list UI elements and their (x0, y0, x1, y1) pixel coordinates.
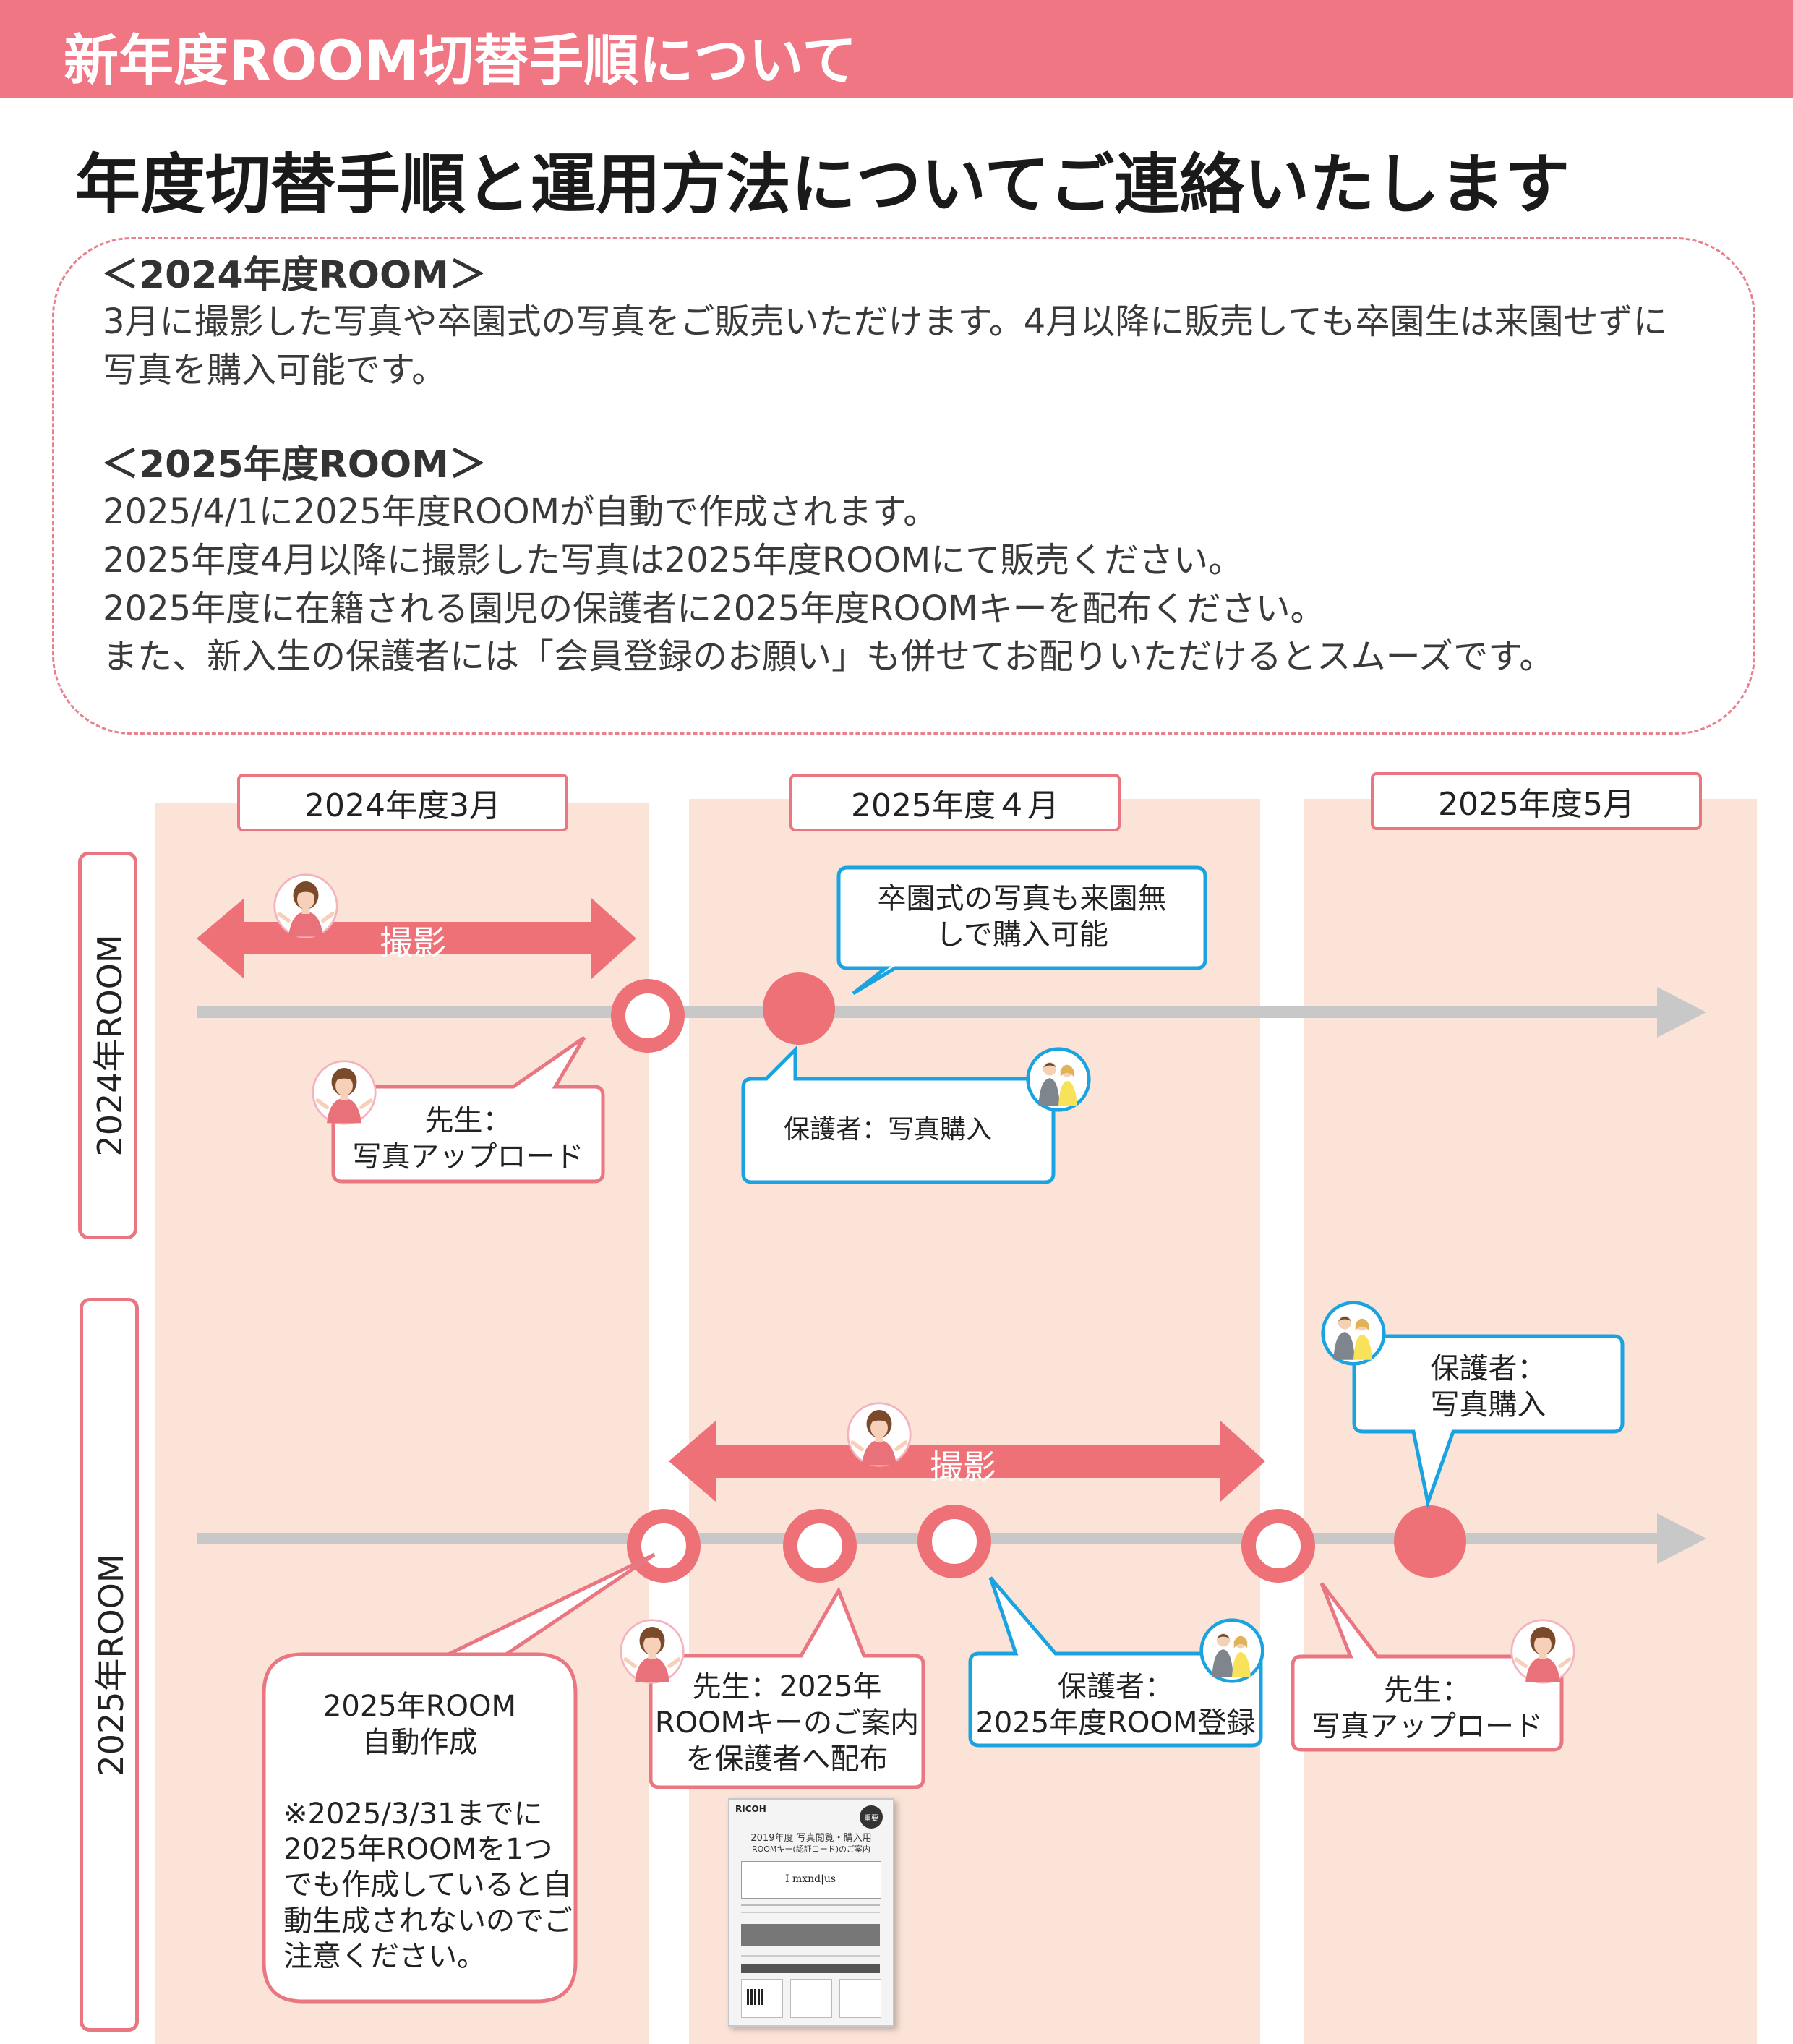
room-label-2024: 2024年ROOM (78, 852, 137, 1239)
leaflet-warning-bar (741, 1924, 880, 1946)
month-label-april: 2025年度４月 (789, 774, 1121, 831)
leaflet-step-box (839, 1979, 881, 2018)
header-bar (0, 0, 1793, 98)
bubble-graduation (836, 865, 1207, 996)
notice-line: 2025年度4月以降に撮影した写真は2025年度ROOMにて販売ください。 (103, 540, 1244, 581)
leaflet-divider (741, 1904, 880, 1906)
timeline-node-2024-april (611, 979, 685, 1053)
leaflet-section-bar (741, 1964, 880, 1973)
timeline-node-2025-upload (1241, 1509, 1315, 1583)
bubble-auto-note-text: ※2025/3/31までに 2025年ROOMを1つ でも作成していると自 動生… (283, 1797, 573, 1973)
leaflet-title-1: 2019年度 写真閲覧・購入用 (750, 1833, 872, 1844)
roomkey-leaflet: RICOH 重要 2019年度 写真閲覧・購入用 ROOMキー(認証コード)のご… (728, 1798, 894, 2027)
leaflet-step-box (790, 1979, 832, 2018)
leaflet-code: I mxnd|us (784, 1873, 836, 1885)
teacher-icon (848, 1403, 910, 1466)
page-subtitle: 年度切替手順と運用方法についてご連絡いたします (75, 147, 1570, 223)
bubble-auto-create (262, 1552, 656, 2004)
notice-heading-2025: ＜2025年度ROOM＞ (101, 443, 487, 487)
notice-heading-2024: ＜2024年度ROOM＞ (101, 254, 487, 297)
bubble-auto-create-text: 2025年ROOM 自動作成 (322, 1690, 517, 1759)
timeline-node-2025-auto (627, 1509, 701, 1583)
qr-code-icon (747, 1989, 763, 2005)
month-label-march: 2024年度3月 (237, 774, 568, 831)
notice-line: 写真を購入可能です。 (103, 350, 447, 390)
leaflet-divider (741, 1912, 880, 1913)
leaflet-divider (741, 1955, 880, 1957)
month-label-may: 2025年度5月 (1371, 772, 1702, 830)
notice-box (52, 237, 1755, 735)
bubble-teacher-2024-text: 先生： 写真アップロード (352, 1104, 584, 1173)
timeline-arrowhead-2024 (1657, 987, 1706, 1038)
timeline-arrowhead-2025 (1657, 1513, 1706, 1564)
notice-line: 3月に撮影した写真や卒園式の写真をご販売いただけます。4月以降に販売しても卒園生… (103, 302, 1668, 342)
timeline-node-2025-key (783, 1509, 857, 1583)
leaflet-code-box (741, 1861, 881, 1899)
teacher-icon (275, 875, 337, 937)
leaflet-brand: RICOH (735, 1804, 766, 1814)
bubble-parent-2024-text: 保護者：写真購入 (783, 1115, 992, 1145)
leaflet-badge: 重要 (860, 1805, 883, 1829)
parents-icon (1028, 1049, 1090, 1111)
shoot-arrow-2024 (197, 898, 636, 979)
shoot-label-2024: 撮影 (380, 923, 446, 962)
notice-line: 2025年度に在籍される園児の保護者に2025年度ROOMキーを配布ください。 (103, 589, 1325, 629)
bubble-parent-2025-text: 保護者： 写真購入 (1430, 1352, 1546, 1421)
timeline-node-2025-register (917, 1505, 991, 1578)
bubble-graduation-text: 卒園式の写真も来園無 しで購入可能 (877, 882, 1167, 952)
notice-line: また、新入生の保護者には「会員登録のお願い」も併せてお配りいただけるとスムーズで… (103, 636, 1554, 677)
header-title: 新年度ROOM切替手順について (64, 28, 857, 93)
timeline-node-2024-purchase (763, 972, 835, 1045)
shoot-arrow-2025 (669, 1421, 1265, 1502)
leaflet-title-2: ROOMキー(認証コード)のご案内 (751, 1844, 871, 1854)
bubble-teacher-2025-text: 先生： 写真アップロード (1311, 1674, 1543, 1743)
notice-line: 2025/4/1に2025年度ROOMが自動で作成されます。 (103, 492, 938, 532)
bubble-parent-register-text: 保護者： 2025年度ROOM登録 (975, 1670, 1256, 1740)
bubble-teacher-key-text: 先生：2025年 ROOMキーのご案内 を保護者へ配布 (654, 1670, 920, 1776)
timeline-node-2025-purchase (1394, 1505, 1466, 1578)
shoot-label-2025: 撮影 (930, 1448, 996, 1487)
room-label-2025: 2025年ROOM (80, 1298, 139, 2032)
